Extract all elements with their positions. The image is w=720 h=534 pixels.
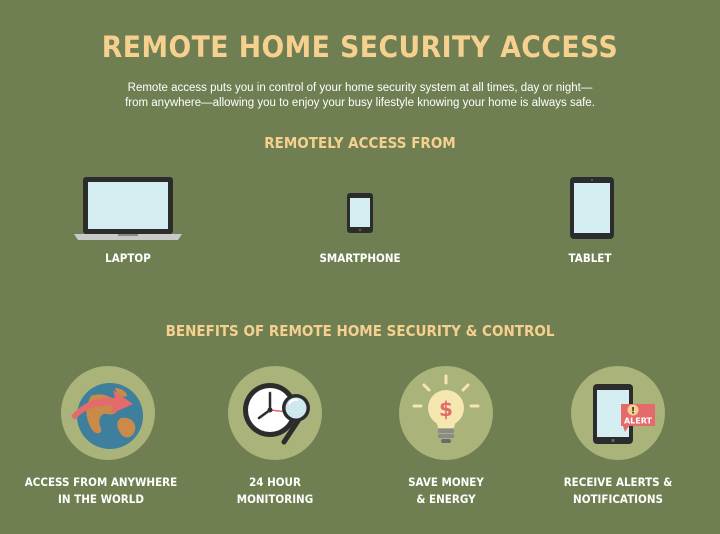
phone-alert-icon: ! ALERT	[571, 366, 665, 460]
intro-line-2: from anywhere—allowing you to enjoy your…	[125, 97, 595, 109]
benefit-label-alerts-line2: NOTIFICATIONS	[573, 492, 663, 506]
lightbulb-dollar-icon: $	[399, 366, 493, 460]
device-label-smartphone: SMARTPHONE	[319, 251, 401, 265]
globe-arrow-icon	[61, 366, 155, 460]
benefits-heading: BENEFITS OF REMOTE HOME SECURITY & CONTR…	[165, 322, 555, 340]
benefit-label-anywhere-line2: IN THE WORLD	[58, 492, 144, 506]
intro-text: Remote access puts you in control of you…	[90, 81, 630, 111]
benefit-label-monitoring: 24 HOUR MONITORING	[190, 474, 361, 508]
svg-text:!: !	[631, 407, 635, 417]
benefit-label-save-line1: SAVE MONEY	[408, 475, 484, 489]
smartphone-icon	[347, 193, 373, 237]
benefit-label-anywhere-line1: ACCESS FROM ANYWHERE	[24, 475, 178, 489]
laptop-icon	[74, 177, 182, 245]
svg-text:$: $	[439, 397, 453, 421]
benefit-label-alerts: RECEIVE ALERTS & NOTIFICATIONS	[533, 474, 704, 508]
device-label-laptop: LAPTOP	[105, 251, 151, 265]
benefit-label-save: SAVE MONEY & ENERGY	[361, 474, 532, 508]
tablet-icon	[570, 177, 614, 243]
benefit-label-alerts-line1: RECEIVE ALERTS &	[563, 475, 673, 489]
benefit-label-save-line2: & ENERGY	[416, 492, 476, 506]
benefit-label-monitoring-line1: 24 HOUR	[249, 475, 301, 489]
benefit-label-monitoring-line2: MONITORING	[236, 492, 314, 506]
device-label-tablet: TABLET	[568, 251, 612, 265]
benefit-label-anywhere: ACCESS FROM ANYWHERE IN THE WORLD	[16, 474, 187, 508]
intro-line-1: Remote access puts you in control of you…	[127, 82, 593, 94]
access-heading: REMOTELY ACCESS FROM	[264, 134, 456, 152]
page-title: REMOTE HOME SECURITY ACCESS	[101, 30, 619, 64]
alert-badge-text: ALERT	[624, 417, 653, 426]
clock-magnifier-icon	[228, 366, 322, 460]
